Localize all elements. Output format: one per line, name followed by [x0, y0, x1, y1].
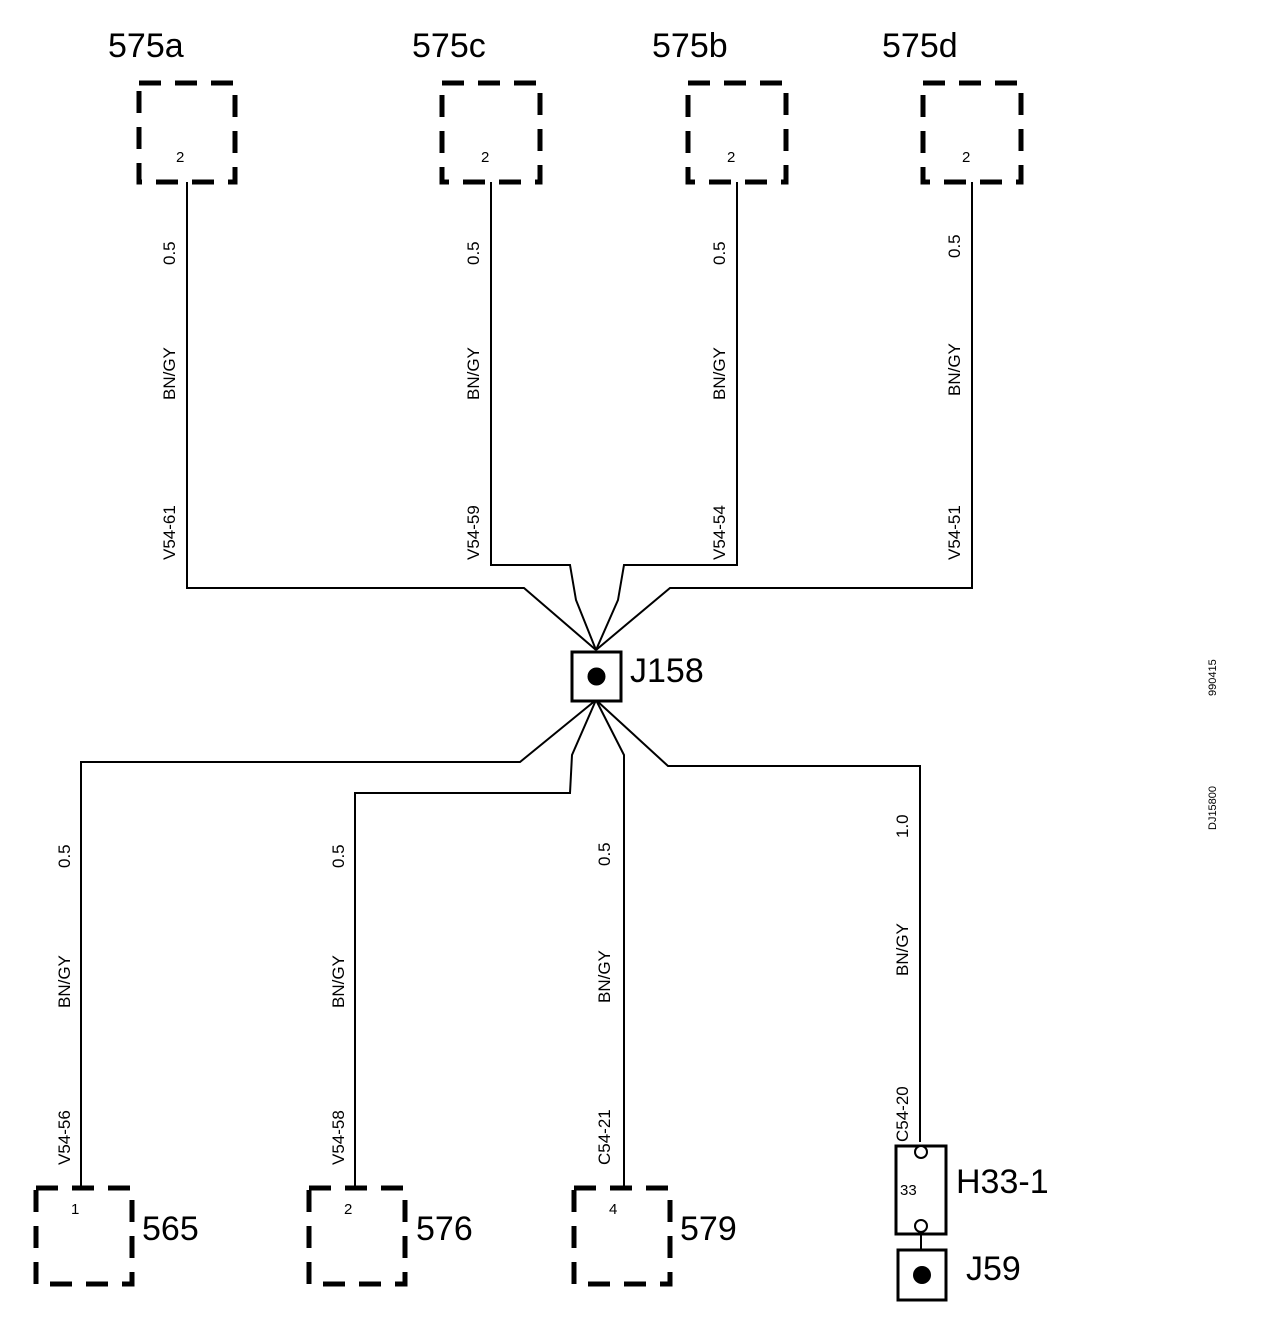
connector-body [439, 80, 543, 185]
wire-575c [490, 182, 597, 651]
connector-575a: 575a 2 [108, 27, 238, 185]
connector-body [920, 80, 1024, 185]
connector-body [571, 1185, 673, 1287]
wire-color: BN/GY [464, 347, 483, 400]
pin-label: 2 [176, 149, 184, 166]
connector-label: 576 [416, 1210, 473, 1248]
wire-circuit: V54-54 [710, 505, 729, 560]
wire-575b [595, 182, 738, 651]
wire-color: BN/GY [160, 347, 179, 400]
wire-565 [80, 699, 597, 1190]
connector-579: 4 579 [571, 1185, 737, 1287]
wire-575d [595, 182, 973, 651]
connector-body [306, 1185, 408, 1287]
connector-label: 575d [882, 27, 958, 65]
drawing-code: DJ15800 [1207, 786, 1219, 830]
connector-label: 575c [412, 27, 486, 65]
pin-circle-top [914, 1145, 928, 1159]
splice-dot [913, 1266, 931, 1284]
splice-label: J59 [966, 1250, 1021, 1288]
connector-575c: 575c 2 [412, 27, 543, 185]
pin-label: 33 [900, 1182, 917, 1199]
connector-body [33, 1185, 135, 1287]
wire-labels-576: 0.5 BN/GY V54-58 [329, 844, 348, 1165]
wire-circuit: V54-61 [160, 505, 179, 560]
wire-h33-1 [595, 699, 921, 1142]
connector-body [685, 80, 789, 185]
wire-labels-575c: 0.5 BN/GY V54-59 [464, 241, 483, 560]
wire-color: BN/GY [329, 955, 348, 1008]
wire-labels-h33-1: 1.0 BN/GY C54-20 [893, 814, 912, 1142]
connector-label: H33-1 [956, 1163, 1049, 1201]
pin-label: 4 [609, 1201, 617, 1218]
wire-color: BN/GY [595, 950, 614, 1003]
connector-575b: 575b 2 [652, 27, 789, 185]
wire-labels-575a: 0.5 BN/GY V54-61 [160, 241, 179, 560]
wire-size: 0.5 [160, 241, 179, 265]
pin-label: 2 [344, 1201, 352, 1218]
wire-size: 0.5 [710, 241, 729, 265]
wire-576 [354, 699, 597, 1190]
splice-label: J158 [630, 652, 704, 690]
connector-label: 565 [142, 1210, 199, 1248]
wire-size: 0.5 [55, 844, 74, 868]
connector-label: 575b [652, 27, 728, 65]
splice-dot [587, 667, 606, 686]
connector-body [136, 80, 238, 185]
wire-color: BN/GY [710, 347, 729, 400]
connector-h33-1: 33 H33-1 [894, 1144, 1049, 1236]
pin-label: 2 [727, 149, 735, 166]
wire-579 [595, 699, 625, 1190]
wire-circuit: V54-59 [464, 505, 483, 560]
connector-label: 575a [108, 27, 184, 65]
splice-j158: J158 [570, 650, 704, 703]
wire-color: BN/GY [55, 955, 74, 1008]
pin-circle-bottom [914, 1219, 928, 1233]
pin-label: 2 [481, 149, 489, 166]
date-code: 990415 [1207, 659, 1219, 696]
wire-circuit: C54-21 [595, 1109, 614, 1165]
splice-j59: J59 [896, 1248, 1021, 1302]
wire-labels-575b: 0.5 BN/GY V54-54 [710, 241, 729, 560]
wire-size: 0.5 [945, 234, 964, 258]
wire-575a [186, 182, 597, 651]
pin-label: 2 [962, 149, 970, 166]
connector-565: 1 565 [33, 1185, 199, 1287]
wire-size: 0.5 [329, 844, 348, 868]
connector-575d: 575d 2 [882, 27, 1024, 185]
wire-color: BN/GY [945, 343, 964, 396]
wire-size: 0.5 [595, 842, 614, 866]
wire-labels-579: 0.5 BN/GY C54-21 [595, 842, 614, 1165]
wire-labels-565: 0.5 BN/GY V54-56 [55, 844, 74, 1165]
wire-size: 1.0 [893, 814, 912, 838]
splice-box [896, 1248, 948, 1302]
wire-circuit: V54-51 [945, 505, 964, 560]
wire-circuit: V54-56 [55, 1110, 74, 1165]
pin-label: 1 [71, 1201, 79, 1218]
wire-size: 0.5 [464, 241, 483, 265]
wire-labels-575d: 0.5 BN/GY V54-51 [945, 234, 964, 560]
wire-circuit: V54-58 [329, 1110, 348, 1165]
wire-color: BN/GY [893, 923, 912, 976]
wire-circuit: C54-20 [893, 1086, 912, 1142]
connector-label: 579 [680, 1210, 737, 1248]
connector-576: 2 576 [306, 1185, 473, 1287]
